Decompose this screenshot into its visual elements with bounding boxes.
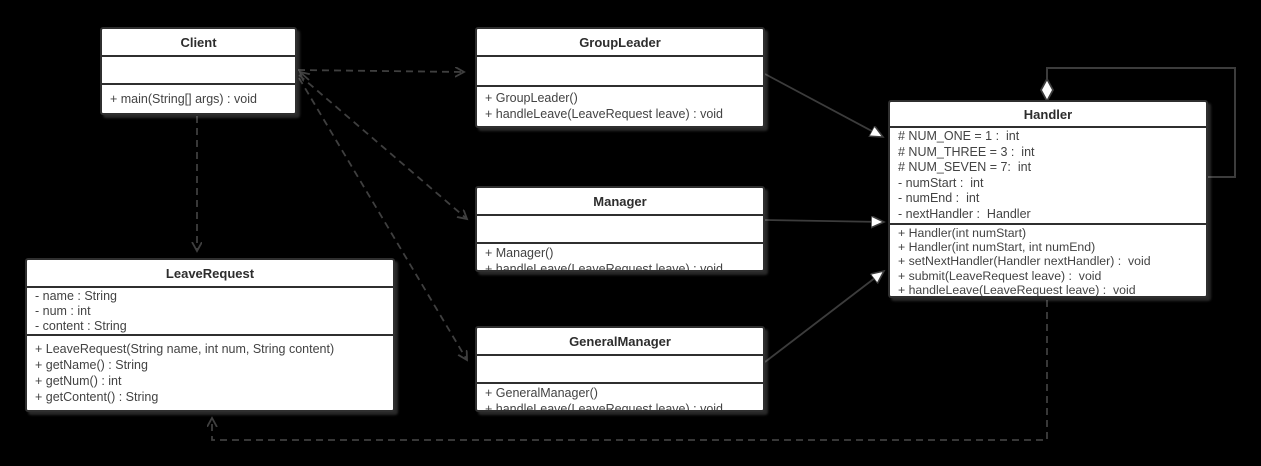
methods-compartment: + main(String[] args) : void <box>102 83 295 113</box>
method: + setNextHandler(Handler nextHandler) : … <box>898 254 1151 269</box>
class-title: GeneralManager <box>477 328 763 356</box>
aggregation-diamond <box>1039 77 1055 103</box>
generalization-manager-handler <box>764 220 884 222</box>
method: + LeaveRequest(String name, int num, Str… <box>35 342 335 356</box>
methods-compartment: + GeneralManager() + handleLeave(LeaveRe… <box>477 382 763 410</box>
attribute: - numEnd : int <box>898 191 980 205</box>
attribute: - numStart : int <box>898 175 984 190</box>
class-title: LeaveRequest <box>27 260 393 288</box>
method: + handleLeave(LeaveRequest leave) : void <box>485 402 724 410</box>
method: + getName() : String <box>35 358 148 372</box>
attribute: # NUM_SEVEN = 7: int <box>898 160 1032 174</box>
method: + main(String[] args) : void <box>110 92 257 106</box>
generalization-generalmanager-handler <box>764 271 884 363</box>
method: + submit(LeaveRequest leave) : void <box>898 268 1102 283</box>
class-leaverequest[interactable]: LeaveRequest - name : String - num : int… <box>25 258 395 412</box>
methods-compartment: + LeaveRequest(String name, int num, Str… <box>27 334 393 410</box>
method: + handleLeave(LeaveRequest leave) : void <box>485 107 724 121</box>
attribute: - num : int <box>35 304 91 318</box>
class-title: Handler <box>890 102 1206 128</box>
class-manager[interactable]: Manager + Manager() + handleLeave(LeaveR… <box>475 186 765 272</box>
attributes-compartment <box>102 57 295 83</box>
method: + GeneralManager() <box>485 386 598 400</box>
attributes-compartment: - name : String - num : int - content : … <box>27 288 393 334</box>
method: + handleLeave(LeaveRequest leave) : void <box>898 282 1136 296</box>
arrowhead-into-client <box>300 72 309 80</box>
dependency-client-groupleader <box>297 70 464 72</box>
class-title: Client <box>102 29 295 57</box>
method: + getContent() : String <box>35 390 159 404</box>
methods-compartment: + GroupLeader() + handleLeave(LeaveReque… <box>477 85 763 126</box>
attributes-compartment <box>477 57 763 85</box>
methods-compartment: + Handler(int numStart) + Handler(int nu… <box>890 223 1206 296</box>
method: + GroupLeader() <box>485 91 578 105</box>
dependency-client-manager <box>298 74 467 219</box>
class-handler[interactable]: Handler # NUM_ONE = 1 : int # NUM_THREE … <box>888 100 1208 298</box>
method: + Handler(int numStart) <box>898 226 1027 240</box>
class-title: GroupLeader <box>477 29 763 57</box>
attribute: - content : String <box>35 319 127 333</box>
attribute: - name : String <box>35 289 117 303</box>
attributes-compartment: # NUM_ONE = 1 : int # NUM_THREE = 3 : in… <box>890 128 1206 223</box>
method: + getNum() : int <box>35 374 122 388</box>
method: + handleLeave(LeaveRequest leave) : void <box>485 262 724 270</box>
class-client[interactable]: Client + main(String[] args) : void <box>100 27 297 115</box>
attribute: # NUM_ONE = 1 : int <box>898 129 1020 143</box>
class-title: Manager <box>477 188 763 216</box>
generalization-groupleader-handler <box>764 73 883 137</box>
attribute: # NUM_THREE = 3 : int <box>898 144 1035 159</box>
class-groupleader[interactable]: GroupLeader + GroupLeader() + handleLeav… <box>475 27 765 128</box>
class-generalmanager[interactable]: GeneralManager + GeneralManager() + hand… <box>475 326 765 412</box>
methods-compartment: + Manager() + handleLeave(LeaveRequest l… <box>477 242 763 270</box>
method: + Handler(int numStart, int numEnd) <box>898 240 1096 255</box>
attribute: - nextHandler : Handler <box>898 206 1031 221</box>
method: + Manager() <box>485 246 554 260</box>
attributes-compartment <box>477 216 763 242</box>
attributes-compartment <box>477 356 763 382</box>
